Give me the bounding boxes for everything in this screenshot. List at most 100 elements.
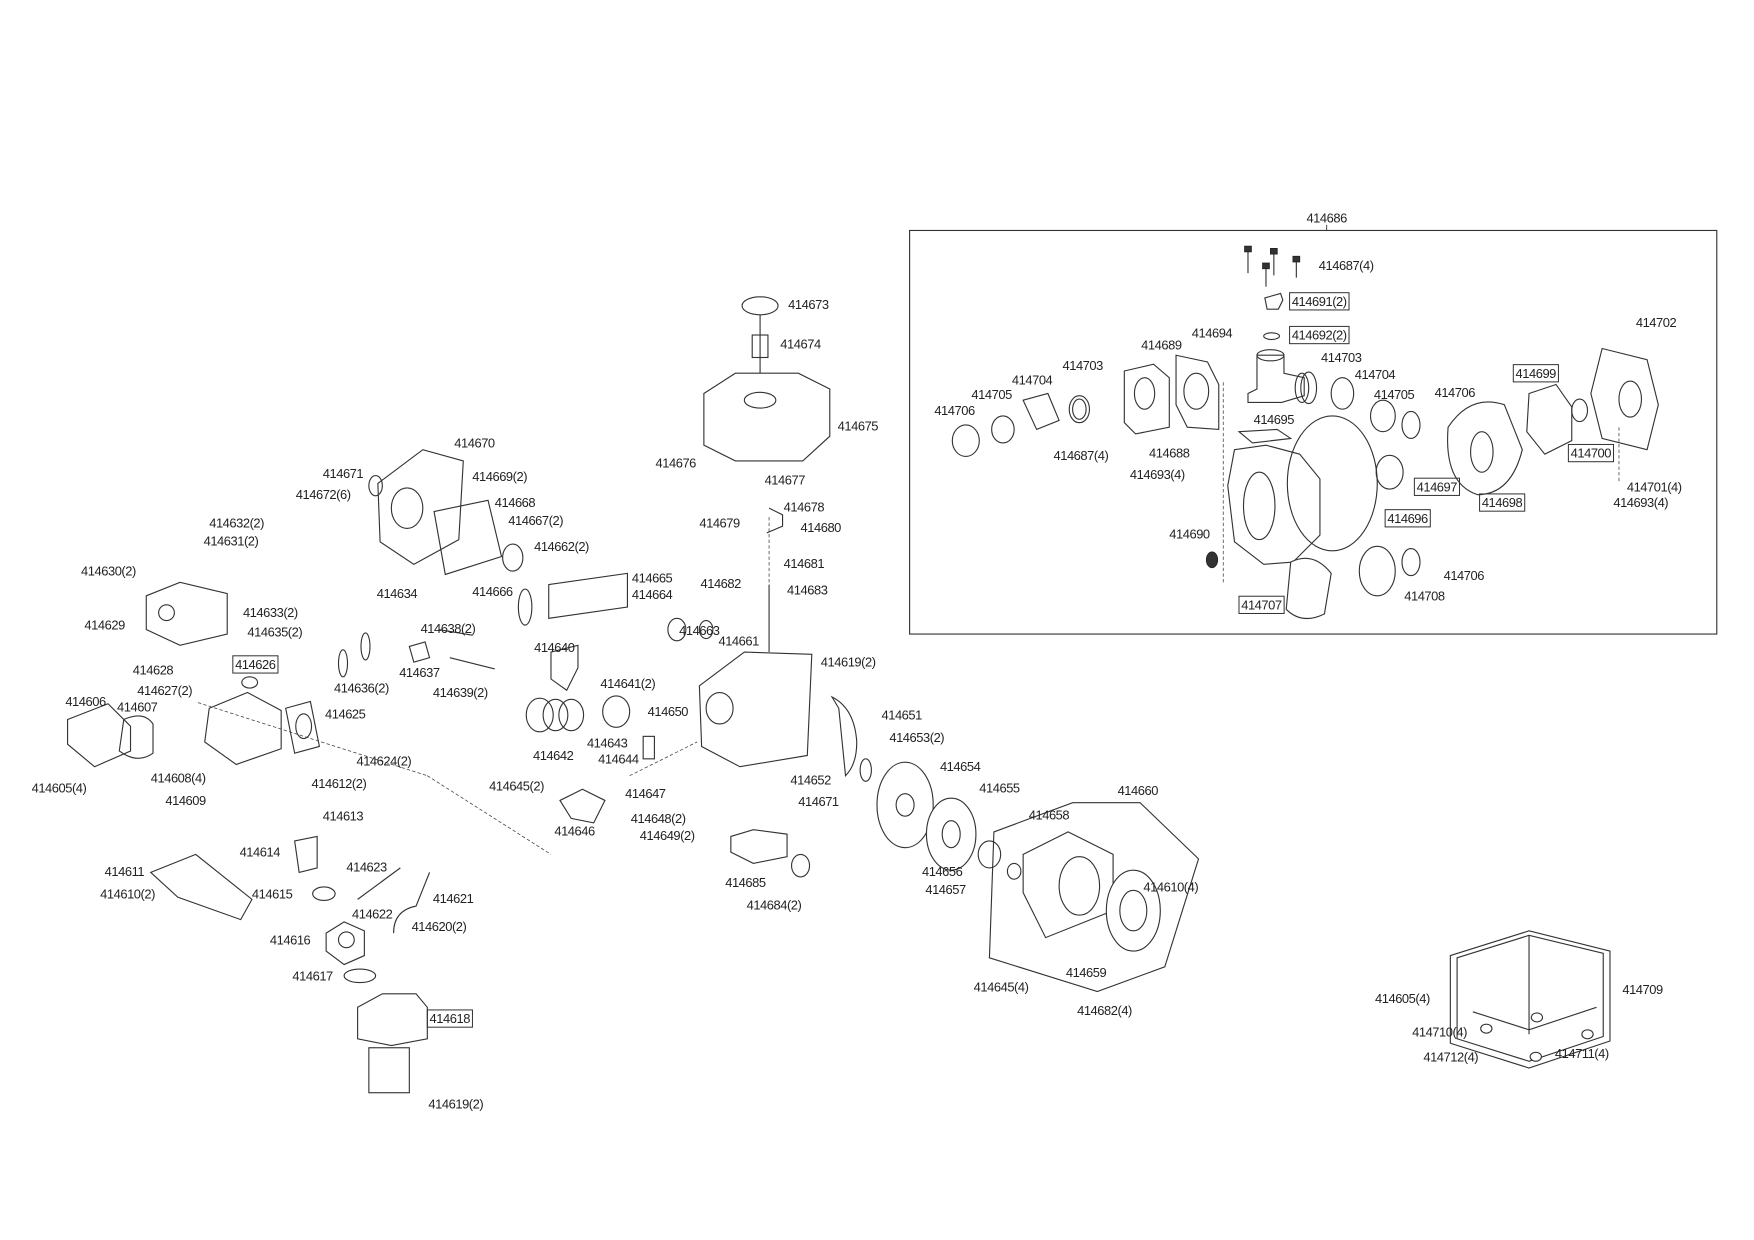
part-label-414639-2: 414639(2) bbox=[433, 685, 488, 700]
part-label-414633-2: 414633(2) bbox=[243, 605, 298, 620]
part-label-414711-4: 414711(4) bbox=[1555, 1046, 1609, 1061]
part-label-414663: 414663 bbox=[679, 623, 720, 638]
part-label-414655: 414655 bbox=[979, 781, 1020, 796]
part-label-414635-2: 414635(2) bbox=[247, 624, 302, 639]
part-label-414607: 414607 bbox=[117, 700, 158, 715]
part-label-414637: 414637 bbox=[399, 665, 440, 680]
part-label-414669-2: 414669(2) bbox=[472, 469, 527, 484]
part-label-414650: 414650 bbox=[648, 704, 689, 719]
part-label-414618: 414618 bbox=[430, 1011, 471, 1026]
part-label-414652: 414652 bbox=[790, 773, 831, 788]
part-label-414692-2: 414692(2) bbox=[1292, 328, 1347, 343]
part-label-414707: 414707 bbox=[1241, 597, 1282, 612]
part-label-414678: 414678 bbox=[784, 500, 825, 515]
part-label-414660: 414660 bbox=[1118, 783, 1159, 798]
part-label-414703: 414703 bbox=[1062, 358, 1103, 373]
part-label-414701-4: 414701(4) bbox=[1627, 479, 1682, 494]
part-label-414621: 414621 bbox=[433, 891, 474, 906]
part-label-414682-4: 414682(4) bbox=[1077, 1003, 1132, 1018]
part-label-414706: 414706 bbox=[934, 403, 975, 418]
part-label-414628: 414628 bbox=[133, 663, 174, 678]
part-label-414648-2: 414648(2) bbox=[631, 811, 686, 826]
part-label-414684-2: 414684(2) bbox=[747, 898, 802, 913]
part-label-box bbox=[1384, 509, 1431, 528]
part-label-414608-4: 414608(4) bbox=[151, 770, 206, 785]
part-label-414691-2: 414691(2) bbox=[1292, 294, 1347, 309]
part-label-414686: 414686 bbox=[1306, 211, 1347, 226]
part-label-414688: 414688 bbox=[1149, 446, 1190, 461]
part-label-box bbox=[232, 655, 279, 674]
part-label-414709: 414709 bbox=[1622, 982, 1663, 997]
part-label-414710-4: 414710(4) bbox=[1412, 1025, 1467, 1040]
part-label-414605-4: 414605(4) bbox=[32, 781, 87, 796]
part-label-414656: 414656 bbox=[922, 864, 963, 879]
part-label-414690: 414690 bbox=[1169, 527, 1210, 542]
part-label-414630-2: 414630(2) bbox=[81, 564, 136, 579]
part-label-414665: 414665 bbox=[632, 570, 673, 585]
part-label-414708: 414708 bbox=[1404, 588, 1445, 603]
part-label-414671: 414671 bbox=[798, 794, 839, 809]
part-label-414687-4: 414687(4) bbox=[1319, 258, 1374, 273]
part-label-414659: 414659 bbox=[1066, 965, 1107, 980]
part-label-414670: 414670 bbox=[454, 435, 495, 450]
part-label-414668: 414668 bbox=[495, 495, 536, 510]
part-label-414642: 414642 bbox=[533, 748, 574, 763]
part-label-414645-2: 414645(2) bbox=[489, 778, 544, 793]
part-label-box bbox=[1289, 325, 1350, 345]
part-label-414658: 414658 bbox=[1029, 808, 1070, 823]
part-label-414671: 414671 bbox=[323, 466, 364, 481]
part-label-414682: 414682 bbox=[700, 576, 741, 591]
part-label-414612-2: 414612(2) bbox=[312, 776, 367, 791]
part-label-414619-2: 414619(2) bbox=[428, 1097, 483, 1112]
part-label-414693-4: 414693(4) bbox=[1613, 495, 1668, 510]
part-label-414623: 414623 bbox=[346, 859, 387, 874]
part-label-414619-2: 414619(2) bbox=[821, 655, 876, 670]
part-label-414654: 414654 bbox=[940, 759, 981, 774]
part-label-414646: 414646 bbox=[554, 823, 595, 838]
part-label-414625: 414625 bbox=[325, 706, 366, 721]
part-label-414647: 414647 bbox=[625, 786, 666, 801]
part-label-box bbox=[1479, 493, 1526, 512]
part-label-414685: 414685 bbox=[725, 875, 766, 890]
part-label-414676: 414676 bbox=[656, 456, 697, 471]
part-label-414672-6: 414672(6) bbox=[296, 487, 351, 502]
part-label-414712-4: 414712(4) bbox=[1423, 1049, 1478, 1064]
part-label-414632-2: 414632(2) bbox=[209, 515, 264, 530]
part-label-414662-2: 414662(2) bbox=[534, 539, 589, 554]
part-label-414653-2: 414653(2) bbox=[889, 730, 944, 745]
part-label-414687-4: 414687(4) bbox=[1054, 448, 1109, 463]
part-label-414641-2: 414641(2) bbox=[600, 676, 655, 691]
part-label-414657: 414657 bbox=[925, 882, 966, 897]
part-label-414681: 414681 bbox=[784, 556, 825, 571]
part-label-414705: 414705 bbox=[1374, 387, 1415, 402]
part-label-414624-2: 414624(2) bbox=[356, 754, 411, 769]
part-label-414661: 414661 bbox=[718, 633, 759, 648]
part-label-414680: 414680 bbox=[801, 520, 842, 535]
part-label-414622: 414622 bbox=[352, 907, 393, 922]
part-label-414696: 414696 bbox=[1387, 511, 1428, 526]
part-label-414698: 414698 bbox=[1482, 495, 1523, 510]
part-label-414617: 414617 bbox=[292, 968, 333, 983]
part-label-414704: 414704 bbox=[1012, 373, 1053, 388]
part-label-414645-4: 414645(4) bbox=[974, 980, 1029, 995]
part-label-414610-2: 414610(2) bbox=[100, 886, 155, 901]
part-label-414605-4: 414605(4) bbox=[1375, 991, 1430, 1006]
part-label-414627-2: 414627(2) bbox=[137, 683, 192, 698]
part-label-414675: 414675 bbox=[838, 419, 879, 434]
part-label-414667-2: 414667(2) bbox=[508, 513, 563, 528]
pump-parts bbox=[951, 245, 1659, 620]
part-label-414644: 414644 bbox=[598, 751, 639, 766]
part-label-414626: 414626 bbox=[235, 657, 276, 672]
part-label-414664: 414664 bbox=[632, 587, 673, 602]
part-number-labels: 414686 414687(4) 414691(2) 414692(2) 414694 4… bbox=[32, 211, 1683, 1112]
part-label-414706: 414706 bbox=[1444, 568, 1485, 583]
part-label-414694: 414694 bbox=[1192, 325, 1233, 340]
pump-frame-414709 bbox=[1449, 930, 1611, 1069]
part-label-414695: 414695 bbox=[1254, 412, 1295, 427]
part-label-414631-2: 414631(2) bbox=[204, 533, 259, 548]
part-label-414689: 414689 bbox=[1141, 338, 1182, 353]
part-label-box bbox=[1567, 443, 1615, 463]
part-label-414634: 414634 bbox=[377, 586, 418, 601]
